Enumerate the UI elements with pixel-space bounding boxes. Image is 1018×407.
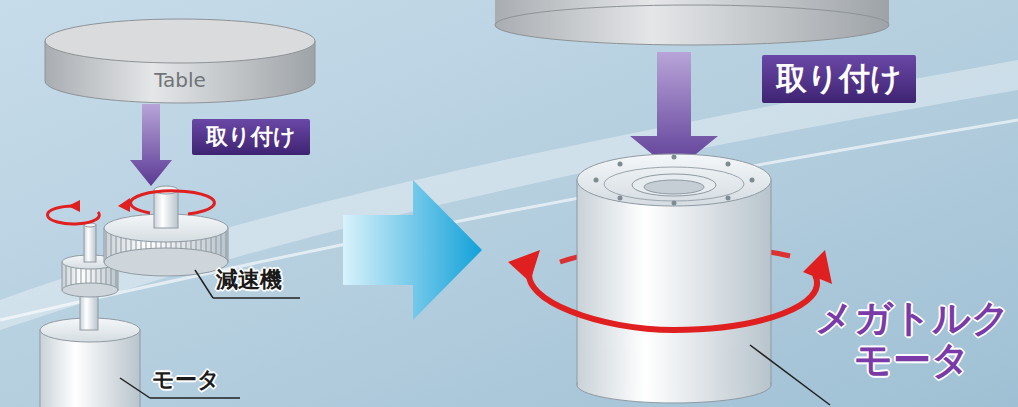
tag-text: 取り付け xyxy=(776,58,902,100)
product-label: メガトルク モータ xyxy=(812,298,1012,382)
action-tag: 取り付け xyxy=(192,119,310,155)
tag-text: 取り付け xyxy=(206,122,296,152)
table-text: Table xyxy=(154,68,206,92)
action-tag: 取り付け xyxy=(762,55,916,103)
table-cylinder: Table xyxy=(44,18,316,104)
part-label: 減速機 xyxy=(216,268,282,292)
part-label: モータ xyxy=(152,368,220,392)
